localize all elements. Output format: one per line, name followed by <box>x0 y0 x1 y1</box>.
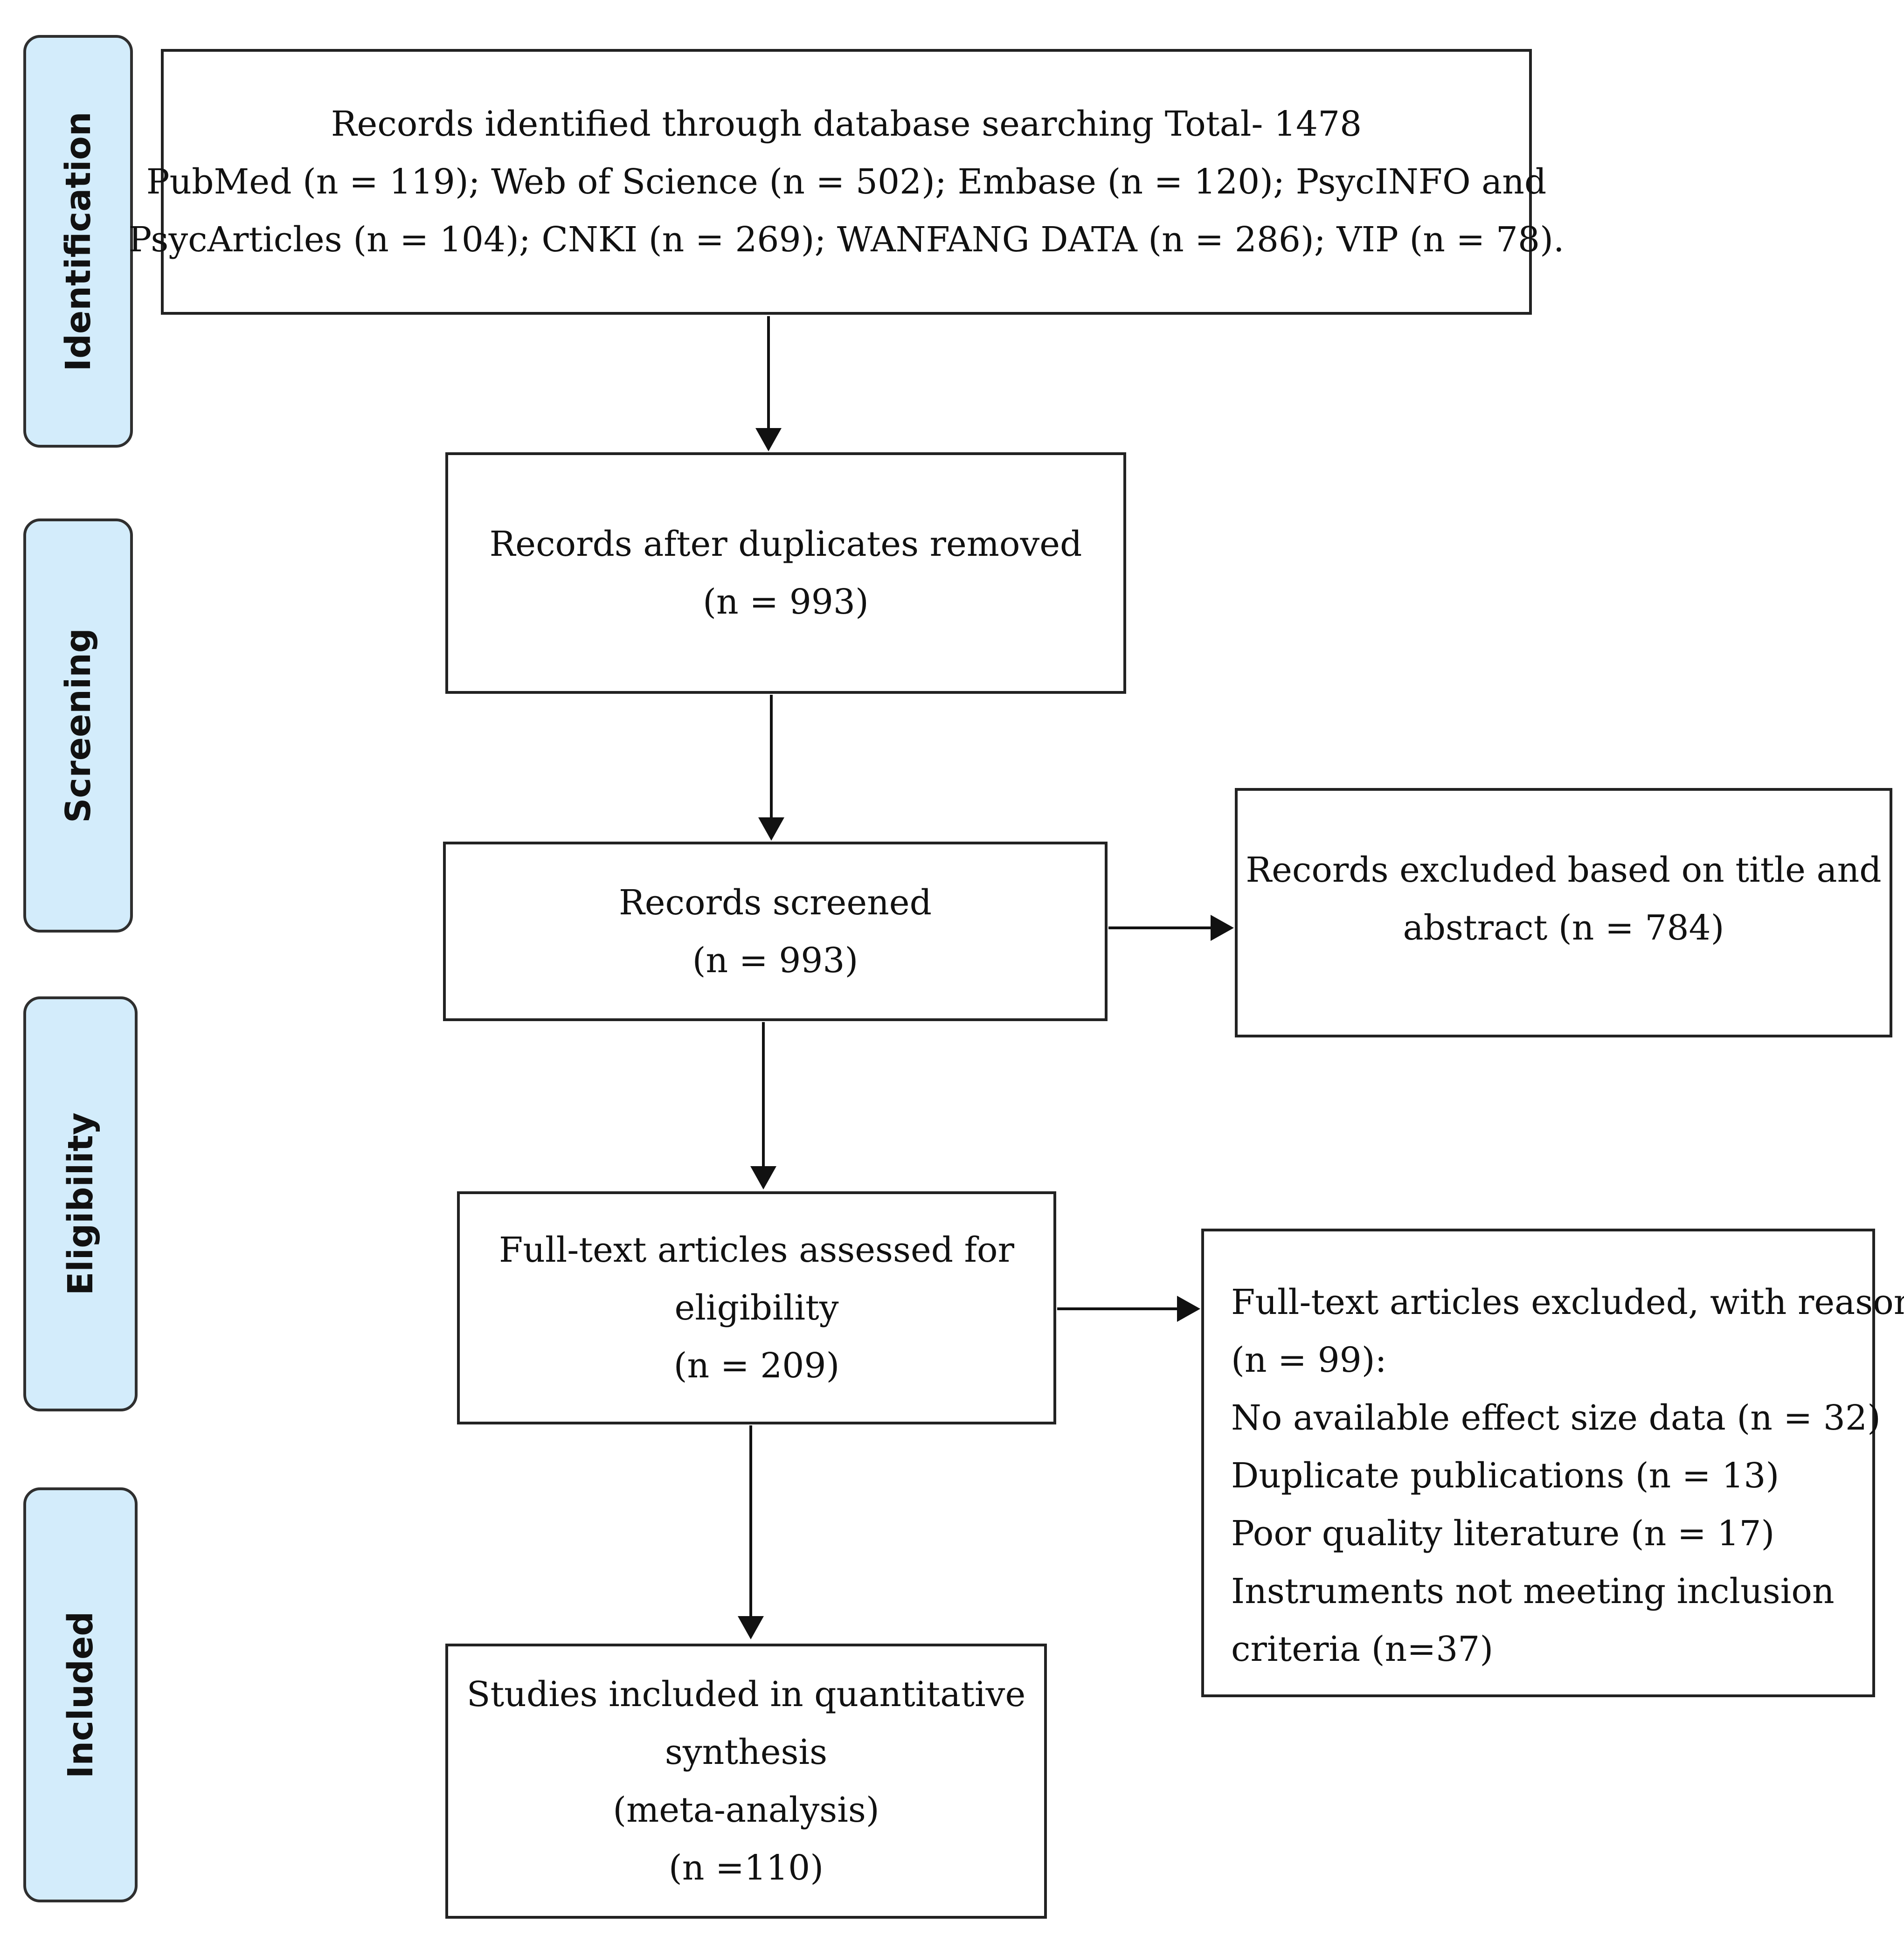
stage-tab-screening: Screening <box>23 518 133 933</box>
box-fulltext-excluded-line-4: Duplicate publications (n = 13) <box>1231 1456 1779 1496</box>
box-studies-included-line-3: (meta-analysis) <box>613 1790 879 1830</box>
box-fulltext-excluded-line-7: criteria (n=37) <box>1231 1629 1494 1669</box>
box-fulltext-excluded-line-1: Full-text articles excluded, with reason… <box>1231 1282 1904 1322</box>
arrowhead-screened-to-fulltext <box>750 1166 776 1189</box>
arrowhead-identified-to-deduplicated <box>755 428 782 451</box>
box-fulltext-excluded: Full-text articles excluded, with reason… <box>1201 1229 1904 1697</box>
box-studies-included-line-2: synthesis <box>665 1732 828 1772</box>
box-records-screened-line-2: (n = 993) <box>692 940 859 981</box>
box-studies-included-line-1: Studies included in quantitative <box>466 1674 1026 1714</box>
box-fulltext-excluded-line-6: Instruments not meeting inclusion <box>1231 1571 1835 1611</box>
box-fulltext-excluded-line-3: No available effect size data (n = 32) <box>1231 1398 1881 1438</box>
box-records-identified-line-3: PsycArticles (n = 104); CNKI (n = 269); … <box>128 220 1565 260</box>
box-records-identified-line-1: Records identified through database sear… <box>331 104 1362 144</box>
box-records-identified-line-2: PubMed (n = 119); Web of Science (n = 50… <box>146 162 1547 202</box>
box-records-screened: Records screened (n = 993) <box>443 842 1108 1021</box>
box-records-deduplicated: Records after duplicates removed (n = 99… <box>445 452 1126 694</box>
box-studies-included: Studies included in quantitative synthes… <box>445 1644 1047 1919</box>
box-fulltext-assessed-line-2: eligibility <box>674 1288 839 1328</box>
box-fulltext-assessed: Full-text articles assessed for eligibil… <box>457 1191 1056 1424</box>
box-fulltext-excluded-line-2: (n = 99): <box>1231 1340 1387 1380</box>
stage-tab-identification: Identification <box>23 35 133 448</box>
arrowhead-screened-to-excluded-title <box>1211 915 1234 941</box>
box-records-excluded-title-line-1: Records excluded based on title and <box>1246 850 1882 890</box>
box-studies-included-line-4: (n =110) <box>668 1848 824 1888</box>
stage-tab-eligibility: Eligibility <box>23 996 138 1411</box>
box-records-deduplicated-line-2: (n = 993) <box>703 582 869 622</box>
arrowhead-deduplicated-to-screened <box>758 817 784 841</box>
box-records-identified: Records identified through database sear… <box>129 49 1564 315</box>
box-records-deduplicated-line-1: Records after duplicates removed <box>489 524 1082 564</box>
box-fulltext-assessed-line-3: (n = 209) <box>673 1346 840 1386</box>
stage-tab-included: Included <box>23 1487 138 1902</box>
box-fulltext-assessed-line-1: Full-text articles assessed for <box>499 1230 1014 1270</box>
arrowhead-fulltext-to-included <box>738 1616 764 1639</box>
box-fulltext-excluded-line-5: Poor quality literature (n = 17) <box>1231 1514 1775 1554</box>
box-records-excluded-title-line-2: abstract (n = 784) <box>1403 907 1724 948</box>
box-records-excluded-title: Records excluded based on title and abst… <box>1235 788 1892 1037</box>
arrowhead-fulltext-to-excluded-fulltext <box>1177 1296 1200 1322</box>
box-records-screened-line-1: Records screened <box>619 882 932 923</box>
